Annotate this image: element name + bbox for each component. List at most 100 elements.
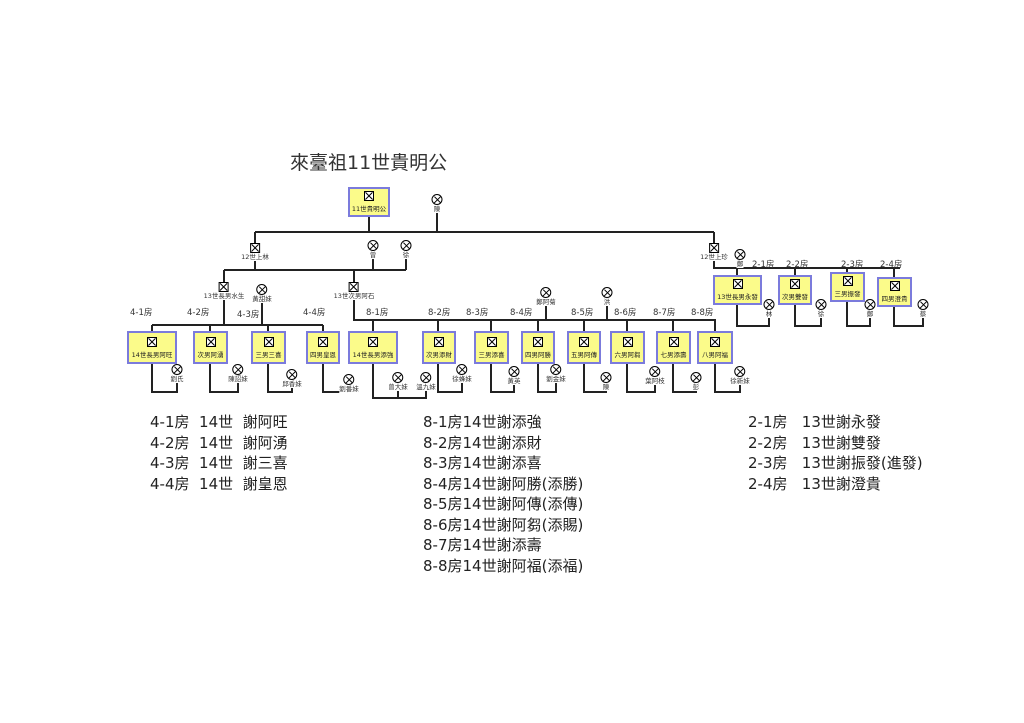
spouse-name: 鄭 <box>866 310 874 318</box>
person-box[interactable]: 六男阿芻 <box>610 331 645 364</box>
person-name: 13世長男永發 <box>717 293 758 301</box>
female-icon <box>649 366 661 377</box>
person-box[interactable]: 四男皇恩 <box>306 331 340 364</box>
female-icon <box>550 364 562 375</box>
spouse-name: 曾大妹 <box>388 383 408 391</box>
male-icon <box>368 336 378 347</box>
female-icon <box>256 284 268 295</box>
person-name: 14世長男阿旺 <box>131 350 173 359</box>
person-shangzhen[interactable]: 12世上珍 <box>700 243 728 261</box>
spouse[interactable]: 彭 <box>690 372 702 391</box>
spouse[interactable]: 鄭阿菊 <box>536 287 556 306</box>
female-icon <box>763 299 775 310</box>
male-icon <box>486 336 497 347</box>
person-box[interactable]: 三男添喜 <box>474 331 509 364</box>
person-shuisheng[interactable]: 13世長男水生 <box>203 282 245 300</box>
female-icon <box>815 299 827 310</box>
branch-label: 2-3房 <box>841 260 864 270</box>
spouse[interactable]: 陳詔妹 <box>228 364 248 383</box>
person-box[interactable]: 14世長男添強 <box>348 331 398 364</box>
spouse[interactable]: 溫九妹 <box>416 372 436 391</box>
person-name: 次男雙發 <box>782 293 808 301</box>
person-box[interactable]: 八男阿福 <box>697 331 733 364</box>
person-name: 四男澄貴 <box>881 295 908 303</box>
spouse[interactable]: 劉氏 <box>170 364 184 383</box>
person-box[interactable]: 三男三喜 <box>251 331 286 364</box>
spouse-name: 蔡 <box>919 310 927 318</box>
branch-label: 8-2房 <box>428 308 451 318</box>
person-name: 八男阿福 <box>702 350 728 359</box>
person-box[interactable]: 14世長男阿旺 <box>127 331 177 364</box>
legend-line: 2-1房 13世謝永發 <box>748 413 881 431</box>
person-name: 次男阿湧 <box>197 350 224 359</box>
spouse[interactable]: 徐新妹 <box>730 366 750 385</box>
spouse[interactable]: 邱香妹 <box>282 369 302 388</box>
spouse[interactable]: 陳 <box>600 372 612 391</box>
spouse[interactable]: 黃甜妹 <box>252 284 272 303</box>
spouse-root[interactable]: 陳 <box>431 194 443 213</box>
spouse[interactable]: 黃英 <box>507 366 521 385</box>
legend-line: 4-1房 14世 謝阿旺 <box>150 413 288 431</box>
person-box[interactable]: 13世長男永發 <box>713 275 762 305</box>
person-box[interactable]: 五男阿傳 <box>567 331 601 364</box>
spouse[interactable]: 劉金妹 <box>546 364 566 383</box>
person-name: 次男添財 <box>426 350 452 359</box>
person-box[interactable]: 次男雙發 <box>778 275 812 305</box>
female-icon <box>392 372 404 383</box>
legend-line: 4-2房 14世 謝阿湧 <box>150 433 288 452</box>
spouse[interactable]: 曾大妹 <box>388 372 408 391</box>
spouse[interactable]: 林 <box>763 299 775 318</box>
female-icon <box>917 299 929 310</box>
branch-label: 8-3房 <box>466 308 489 318</box>
person-box[interactable]: 次男添財 <box>422 331 456 364</box>
spouse[interactable]: 徐 <box>400 240 412 259</box>
spouse-name: 葉阿枝 <box>645 377 665 385</box>
spouse[interactable]: 徐蜂妹 <box>452 364 472 383</box>
male-icon <box>434 336 444 347</box>
male-icon <box>889 281 900 291</box>
spouse[interactable]: 劉番妹 <box>339 374 359 393</box>
person-root[interactable]: 11世貴明公 <box>348 187 390 217</box>
legend-line: 8-1房14世謝添強 <box>423 413 542 431</box>
female-icon <box>600 372 612 383</box>
female-icon <box>400 240 412 251</box>
female-icon <box>508 366 520 377</box>
branch-label: 4-4房 <box>303 308 326 318</box>
person-box[interactable]: 次男阿湧 <box>193 331 228 364</box>
spouse[interactable]: 蔡 <box>917 299 929 318</box>
spouse-name: 陳 <box>602 383 610 391</box>
spouse-name: 徐新妹 <box>730 377 750 385</box>
branch-label: 4-2房 <box>187 308 210 318</box>
female-icon <box>540 287 552 298</box>
spouse[interactable]: 曾 <box>367 240 379 259</box>
branch-label: 8-5房 <box>571 308 594 318</box>
male-icon <box>250 243 260 253</box>
branch-label: 2-2房 <box>786 260 809 270</box>
legend-line: 8-4房14世謝阿勝(添勝) <box>423 474 584 493</box>
person-name: 三男三喜 <box>255 350 282 359</box>
person-box[interactable]: 四男澄貴 <box>877 277 912 307</box>
person-shanglin[interactable]: 12世上林 <box>241 243 269 261</box>
female-icon <box>343 374 355 385</box>
branch-label: 8-7房 <box>653 308 676 318</box>
spouse-name: 劉番妹 <box>339 385 359 393</box>
spouse[interactable]: 洪 <box>601 287 613 306</box>
person-box[interactable]: 三男振發 <box>830 272 865 302</box>
legend-line: 4-3房 14世 謝三喜 <box>150 454 288 472</box>
person-name: 五男阿傳 <box>571 350 597 359</box>
spouse[interactable]: 鄭 <box>734 249 746 268</box>
person-box[interactable]: 七男添壽 <box>656 331 691 364</box>
legend-line: 8-5房14世謝阿傳(添傳) <box>423 495 584 513</box>
person-name: 六男阿芻 <box>614 350 641 359</box>
spouse-name: 黃英 <box>507 377 521 385</box>
spouse[interactable]: 鄭 <box>864 299 876 318</box>
person-ashi[interactable]: 13世次男阿石 <box>333 282 375 300</box>
branch-label: 8-4房 <box>510 308 533 318</box>
male-icon <box>709 243 719 253</box>
spouse[interactable]: 葉阿枝 <box>645 366 665 385</box>
person-box[interactable]: 四男阿勝 <box>521 331 555 364</box>
spouse[interactable]: 徐 <box>815 299 827 318</box>
person-name: 14世長男添強 <box>352 350 394 359</box>
